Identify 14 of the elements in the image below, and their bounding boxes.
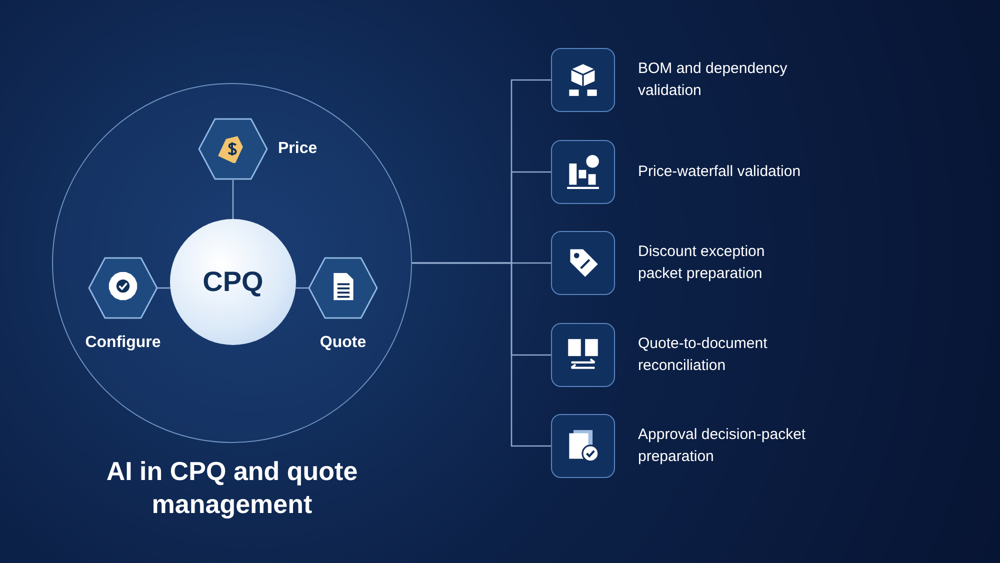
hexagon-label: Quote — [318, 334, 368, 352]
item-label: Quote-to-document reconciliation — [638, 334, 768, 376]
item-label: BOM and dependency validation — [638, 59, 788, 101]
connector-line — [412, 262, 551, 447]
item-label: Discount exception packet preparation — [638, 242, 766, 284]
item-label: Approval decision-packet preparation — [638, 425, 807, 467]
diagram-title: AI in CPQ and quote management — [105, 455, 359, 521]
hexagon-label: Price — [278, 140, 318, 158]
connector-line — [296, 287, 309, 289]
center-label: CPQ — [202, 266, 264, 298]
hexagon-label: Configure — [84, 334, 162, 352]
item-label: Price-waterfall validation — [638, 162, 802, 182]
connector-line — [232, 180, 234, 219]
connector-line — [157, 287, 170, 289]
